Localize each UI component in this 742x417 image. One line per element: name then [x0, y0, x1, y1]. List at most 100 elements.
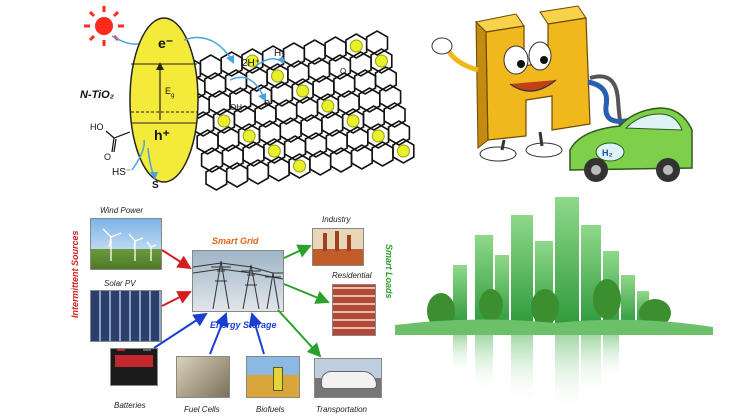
nanoparticle-dot: [245, 54, 259, 68]
graphene-hexagon: [358, 87, 381, 113]
graphene-hexagon: [287, 60, 310, 86]
carboxyl-ho-label: HO: [90, 122, 104, 132]
sun-icon: [84, 6, 124, 46]
graphene-hexagon: [249, 84, 273, 110]
graphene-hexagon: [312, 75, 335, 101]
nanoparticle-dot: [267, 144, 281, 158]
graphene-hexagon: [291, 78, 314, 104]
hole-label: h⁺: [154, 127, 170, 143]
graphene-hexagon: [321, 111, 344, 137]
fuelcells-to-grid-arrow: [209, 312, 229, 355]
nanoparticle-dot: [292, 159, 306, 173]
batteries-label: Batteries: [114, 401, 146, 410]
hs-label: HS⁻: [112, 167, 131, 178]
graphene-hexagon: [283, 135, 307, 161]
graphene-hexagon: [204, 72, 227, 98]
graphene-hexagon: [242, 141, 265, 167]
graphene-hexagon: [233, 105, 256, 131]
graphene-hexagon: [224, 69, 248, 95]
photocatalysis-diagram: e⁻ E g h⁺ N-TiO₂ HO O HS⁻ S 2H⁺ H₂ e⁻ OH…: [80, 6, 415, 191]
graphene-hexagon: [367, 123, 390, 149]
graphene-hexagon: [229, 87, 252, 113]
hydrogen-car: H₂: [569, 107, 693, 182]
graphene-hexagon: [258, 120, 282, 146]
graphene-hexagon: [245, 66, 268, 92]
intermittent-sources-label: Intermittent Sources: [70, 230, 80, 318]
transportation-photo: [314, 358, 382, 398]
graphene-hexagon: [212, 108, 236, 134]
green-city-illustration: [395, 197, 713, 413]
graphene-hexagon: [205, 165, 228, 191]
fuel-cells-photo: [176, 356, 230, 398]
graphene-hexagon: [200, 147, 224, 173]
graphene-hexagon: [221, 144, 244, 170]
nanoparticle-dot: [374, 54, 388, 68]
hydrogen-label: H₂: [274, 48, 285, 59]
biofuels-label: Biofuels: [256, 405, 284, 414]
graphene-hexagon: [379, 84, 402, 110]
graphene-hexagon: [254, 102, 277, 128]
graphene-hexagon: [316, 93, 340, 119]
s-label: S: [152, 180, 159, 191]
smart-grid-diagram: Intermittent Sources Smart Loads Smart G…: [60, 198, 400, 417]
proton-label: 2H⁺: [242, 58, 260, 69]
bandgap-subscript: g: [171, 93, 174, 99]
graphene-hexagon: [307, 57, 331, 83]
graphene-hexagon: [304, 132, 328, 158]
graphene-hexagon: [237, 123, 261, 149]
residential-photo: [332, 284, 376, 336]
grid-to-residential-arrow: [283, 283, 330, 304]
graphene-hexagon: [362, 105, 385, 131]
graphene-hexagon: [325, 129, 348, 155]
batteries-to-grid-arrow: [153, 312, 208, 349]
graphene-hexagon: [241, 48, 264, 74]
energy-storage-label: Energy Storage: [210, 320, 277, 330]
batteries-photo: [110, 348, 158, 386]
smart-grid-photo: [192, 250, 284, 312]
graphene-hexagon: [350, 144, 373, 170]
industry-photo: [312, 228, 364, 266]
graphene-hexagon: [346, 126, 369, 152]
h-mascot: H: [420, 0, 591, 162]
graphene-hexagon: [261, 45, 285, 71]
graphene-hexagon: [303, 39, 326, 65]
graphene-hexagon: [333, 72, 356, 98]
graphene-hexagon: [279, 117, 302, 143]
nanoparticle-dot: [296, 84, 310, 98]
electron-out-label: e⁻: [264, 97, 276, 109]
nanoparticle-dot: [396, 144, 410, 158]
graphene-hexagon: [345, 33, 368, 59]
graphene-hexagon: [220, 51, 243, 77]
graphene-hexagon: [370, 48, 393, 74]
graphene-hexagon: [263, 138, 286, 164]
graphene-hexagon: [309, 150, 332, 176]
wind-power-label: Wind Power: [100, 206, 143, 215]
city-trees: [427, 279, 671, 329]
graphene-hexagon: [217, 126, 240, 152]
graphene-hexagon: [225, 162, 249, 188]
graphene-hexagon: [300, 114, 323, 140]
graphene-hexagon: [208, 90, 231, 116]
graphene-hexagon: [387, 120, 411, 146]
h-letter: H: [420, 0, 421, 1]
graphene-hexagon: [267, 156, 290, 182]
graphene-hexagon: [288, 153, 311, 179]
nanoparticles: [217, 39, 410, 173]
biofuels-photo: [246, 356, 300, 398]
wind-power-photo: [90, 218, 162, 270]
graphene-hexagon: [295, 96, 319, 122]
graphene-hexagon: [349, 51, 372, 77]
nanoparticle-dot: [271, 69, 285, 83]
industry-label: Industry: [322, 215, 351, 224]
city-reflection: [453, 335, 619, 413]
graphene-hexagon: [341, 108, 365, 134]
bandgap-label: E: [165, 86, 171, 96]
graphene-hexagon: [324, 36, 347, 62]
carboxyl-o-label: O: [104, 152, 111, 162]
material-label: N-TiO₂: [80, 89, 114, 101]
nanoparticle-dot: [217, 114, 231, 128]
graphene-hexagon: [328, 54, 352, 80]
graphene-hexagon: [196, 129, 219, 155]
graphene-hexagon: [365, 30, 389, 56]
grid-to-transportation-arrow: [277, 309, 322, 358]
